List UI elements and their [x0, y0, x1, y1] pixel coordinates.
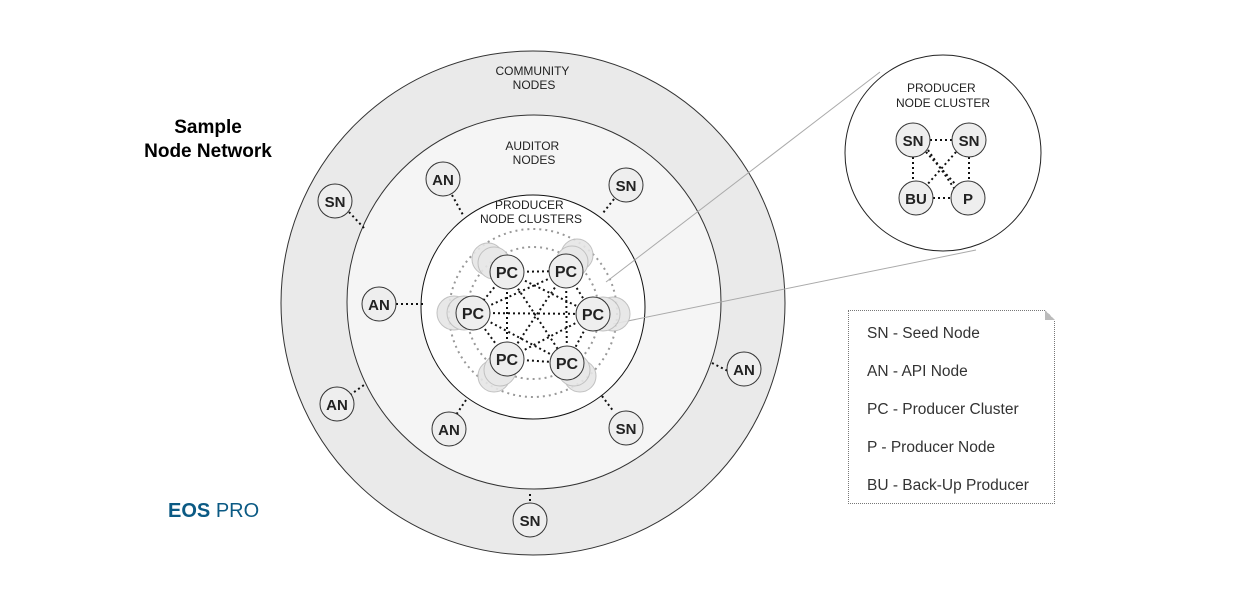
sn-node-top-right: SN — [608, 167, 644, 203]
svg-text:SN: SN — [616, 178, 637, 195]
community-nodes-label: COMMUNITY NODES — [495, 64, 572, 92]
sn-node-bottom-right: SN — [608, 410, 644, 446]
an-node-top-left: AN — [425, 161, 461, 197]
legend-item-p: P - Producer Node — [867, 439, 996, 456]
cluster-detail-title: PRODUCER NODE CLUSTER — [896, 81, 990, 110]
an-node-bottom-left: AN — [319, 386, 355, 422]
svg-text:SN: SN — [520, 513, 541, 530]
svg-text:PC: PC — [555, 264, 578, 281]
legend-item-bu: BU - Back-Up Producer — [867, 477, 1029, 494]
detail-sn-1: SN — [895, 122, 931, 158]
svg-text:AN: AN — [733, 362, 755, 379]
svg-text:PC: PC — [556, 356, 579, 373]
auditor-nodes-label: AUDITOR NODES — [505, 139, 562, 167]
svg-text:P: P — [963, 191, 973, 208]
svg-text:AN: AN — [432, 172, 454, 189]
detail-bu: BU — [898, 180, 934, 216]
sn-node-bottom: SN — [512, 502, 548, 538]
pc-node-3: PC — [455, 295, 491, 331]
pc-node-4: PC — [575, 296, 611, 332]
pc-node-2: PC — [548, 253, 584, 289]
brand-light: PRO — [215, 500, 260, 522]
pc-node-6: PC — [549, 345, 585, 381]
title-line-1: Sample — [174, 117, 242, 138]
svg-text:SN: SN — [616, 421, 637, 438]
svg-text:PC: PC — [462, 306, 485, 323]
pc-node-5: PC — [489, 341, 525, 377]
diagram-title: Sample Node Network — [128, 116, 288, 164]
svg-text:PC: PC — [496, 265, 519, 282]
an-node-right: AN — [726, 351, 762, 387]
legend-item-pc: PC - Producer Cluster — [867, 401, 1019, 418]
brand-logo: EOS PRO — [168, 500, 259, 523]
legend: SN - Seed Node AN - API Node PC - Produc… — [848, 310, 1055, 504]
detail-sn-2: SN — [951, 122, 987, 158]
legend-item-sn: SN - Seed Node — [867, 325, 980, 342]
svg-text:SN: SN — [325, 194, 346, 211]
svg-text:AN: AN — [368, 297, 390, 314]
producer-clusters-label: PRODUCER NODE CLUSTERS — [480, 198, 582, 226]
an-node-left: AN — [361, 286, 397, 322]
brand-strong: EOS — [168, 500, 211, 522]
svg-text:AN: AN — [326, 397, 348, 414]
legend-item-an: AN - API Node — [867, 363, 968, 380]
svg-text:BU: BU — [905, 191, 927, 208]
an-node-bottom-inner: AN — [431, 411, 467, 447]
svg-text:SN: SN — [959, 133, 980, 150]
cluster-detail: PRODUCER NODE CLUSTER SN SN BU P — [844, 54, 1042, 252]
svg-text:PC: PC — [582, 307, 605, 324]
title-line-2: Node Network — [144, 141, 272, 162]
svg-text:SN: SN — [903, 133, 924, 150]
svg-text:PC: PC — [496, 352, 519, 369]
legend-fold-corner — [1045, 310, 1055, 320]
pc-node-1: PC — [489, 254, 525, 290]
detail-p: P — [950, 180, 986, 216]
svg-text:AN: AN — [438, 422, 460, 439]
sn-node-left: SN — [317, 183, 353, 219]
